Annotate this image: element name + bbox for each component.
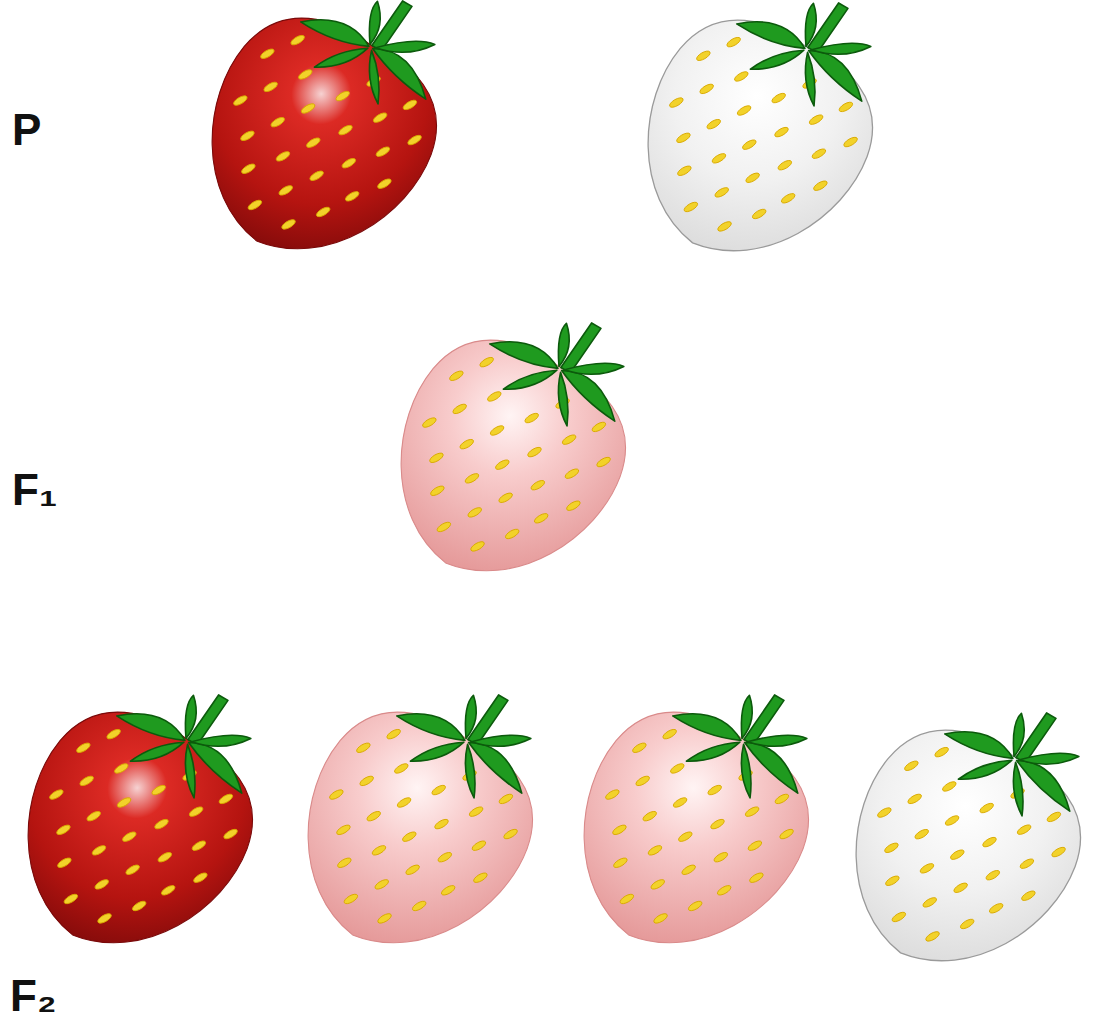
pink-strawberry xyxy=(534,637,864,990)
berry-seeds-calyx xyxy=(561,646,850,962)
red-strawberry xyxy=(0,637,308,990)
berry-seeds-calyx xyxy=(833,664,1101,980)
white-strawberry xyxy=(806,655,1101,1008)
pink-strawberry xyxy=(258,637,588,990)
berry-seeds-calyx xyxy=(5,646,294,962)
berry-seeds-calyx xyxy=(378,274,667,590)
generation-label: F₁ xyxy=(12,466,57,514)
berry-seeds-calyx xyxy=(285,646,574,962)
generation-label: F₂ xyxy=(10,972,56,1020)
white-strawberry xyxy=(598,0,928,298)
berry-seeds-calyx xyxy=(625,0,914,270)
berry-seeds-calyx xyxy=(189,0,478,268)
generation-label: P xyxy=(12,106,41,154)
red-strawberry xyxy=(162,0,492,296)
pink-strawberry xyxy=(351,265,681,618)
